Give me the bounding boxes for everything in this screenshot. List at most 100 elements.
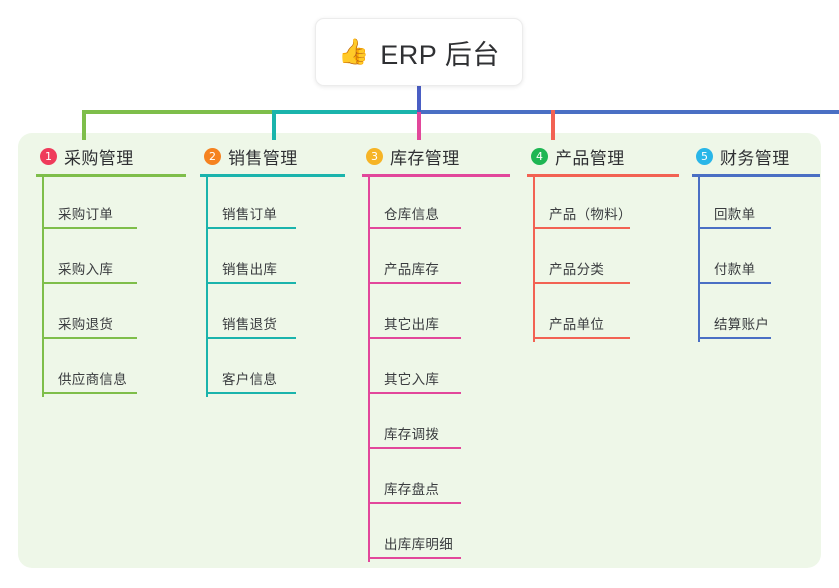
leaf-item[interactable]: 供应商信息 bbox=[36, 342, 186, 397]
leaf-item[interactable]: 产品分类 bbox=[527, 232, 679, 287]
leaf-spine bbox=[698, 177, 700, 342]
leaf-list: 产品（物料） 产品分类产品单位 bbox=[527, 177, 679, 342]
number-badge-icon: 4 bbox=[531, 147, 548, 165]
column-header-5[interactable]: 5 财务管理 bbox=[692, 144, 820, 168]
leaf-item[interactable]: 采购退货 bbox=[36, 287, 186, 342]
leaf-label: 采购订单 bbox=[58, 207, 114, 222]
branches-panel bbox=[18, 133, 821, 568]
column-4: 4 产品管理产品（物料） 产品分类产品单位 bbox=[527, 144, 679, 342]
drop-stub-2 bbox=[272, 110, 276, 140]
bus-segment-1 bbox=[82, 110, 272, 114]
number-badge-icon: 2 bbox=[204, 147, 221, 165]
leaf-underline bbox=[206, 282, 296, 284]
column-title: 财务管理 bbox=[720, 148, 790, 168]
column-underline bbox=[36, 174, 186, 177]
leaf-underline bbox=[368, 557, 461, 559]
column-title: 库存管理 bbox=[390, 148, 460, 168]
leaf-label: 产品分类 bbox=[549, 262, 605, 277]
leaf-label: 客户信息 bbox=[222, 372, 278, 387]
column-header-3[interactable]: 3 库存管理 bbox=[362, 144, 510, 168]
leaf-label: 其它入库 bbox=[384, 372, 440, 387]
leaf-item[interactable]: 产品单位 bbox=[527, 287, 679, 342]
leaf-underline bbox=[368, 447, 461, 449]
leaf-label: 库存盘点 bbox=[384, 482, 440, 497]
leaf-spine bbox=[42, 177, 44, 397]
leaf-label: 其它出库 bbox=[384, 317, 440, 332]
leaf-underline bbox=[368, 502, 461, 504]
leaf-item[interactable]: 采购订单 bbox=[36, 177, 186, 232]
leaf-underline bbox=[368, 337, 461, 339]
leaf-underline bbox=[533, 337, 630, 339]
column-title: 采购管理 bbox=[64, 148, 134, 168]
number-badge-icon: 5 bbox=[696, 147, 713, 165]
leaf-list: 仓库信息产品库存其它出库其它入库库存调拨库存盘点出库库明细 bbox=[362, 177, 510, 562]
leaf-label: 供应商信息 bbox=[58, 372, 127, 387]
leaf-item[interactable]: 其它出库 bbox=[362, 287, 510, 342]
leaf-item[interactable]: 销售订单 bbox=[200, 177, 345, 232]
column-5: 5 财务管理回款单付款单结算账户 bbox=[692, 144, 820, 342]
leaf-label: 销售出库 bbox=[222, 262, 278, 277]
leaf-label: 销售订单 bbox=[222, 207, 278, 222]
leaf-label: 出库库明细 bbox=[384, 537, 453, 552]
column-underline bbox=[692, 174, 820, 177]
leaf-item[interactable]: 销售出库 bbox=[200, 232, 345, 287]
trunk-stem bbox=[417, 86, 421, 112]
leaf-underline bbox=[368, 227, 461, 229]
leaf-item[interactable]: 采购入库 bbox=[36, 232, 186, 287]
column-underline bbox=[200, 174, 345, 177]
leaf-item[interactable]: 其它入库 bbox=[362, 342, 510, 397]
leaf-label: 仓库信息 bbox=[384, 207, 440, 222]
leaf-label: 回款单 bbox=[714, 207, 756, 222]
drop-stub-1 bbox=[82, 110, 86, 140]
leaf-spine bbox=[368, 177, 370, 562]
number-badge-icon: 3 bbox=[366, 147, 383, 165]
root-title-card[interactable]: 👍 ERP 后台 bbox=[315, 18, 523, 86]
leaf-underline bbox=[533, 282, 630, 284]
column-underline bbox=[527, 174, 679, 177]
leaf-item[interactable]: 结算账户 bbox=[692, 287, 820, 342]
leaf-underline bbox=[698, 282, 771, 284]
leaf-label: 结算账户 bbox=[714, 317, 770, 332]
leaf-item[interactable]: 库存盘点 bbox=[362, 452, 510, 507]
leaf-item[interactable]: 出库库明细 bbox=[362, 507, 510, 562]
bus-segment-4 bbox=[419, 110, 633, 114]
leaf-list: 回款单付款单结算账户 bbox=[692, 177, 820, 342]
leaf-underline bbox=[42, 337, 137, 339]
drop-stub-3 bbox=[417, 110, 421, 140]
bus-segment-2 bbox=[272, 110, 419, 114]
leaf-label: 库存调拨 bbox=[384, 427, 440, 442]
leaf-underline bbox=[698, 227, 771, 229]
leaf-item[interactable]: 回款单 bbox=[692, 177, 820, 232]
column-3: 3 库存管理仓库信息产品库存其它出库其它入库库存调拨库存盘点出库库明细 bbox=[362, 144, 510, 562]
column-header-1[interactable]: 1 采购管理 bbox=[36, 144, 186, 168]
leaf-underline bbox=[206, 337, 296, 339]
column-header-4[interactable]: 4 产品管理 bbox=[527, 144, 679, 168]
leaf-label: 产品库存 bbox=[384, 262, 440, 277]
leaf-item[interactable]: 产品库存 bbox=[362, 232, 510, 287]
leaf-label: 采购退货 bbox=[58, 317, 114, 332]
leaf-label: 付款单 bbox=[714, 262, 756, 277]
leaf-item[interactable]: 客户信息 bbox=[200, 342, 345, 397]
page-title: ERP 后台 bbox=[380, 39, 500, 70]
leaf-underline bbox=[42, 227, 137, 229]
leaf-item[interactable]: 销售退货 bbox=[200, 287, 345, 342]
leaf-spine bbox=[206, 177, 208, 397]
column-title: 产品管理 bbox=[555, 148, 625, 168]
leaf-item[interactable]: 仓库信息 bbox=[362, 177, 510, 232]
leaf-underline bbox=[698, 337, 771, 339]
leaf-underline bbox=[368, 282, 461, 284]
leaf-label: 销售退货 bbox=[222, 317, 278, 332]
number-badge-icon: 1 bbox=[40, 147, 57, 165]
leaf-item[interactable]: 库存调拨 bbox=[362, 397, 510, 452]
drop-stub-4 bbox=[551, 110, 555, 140]
leaf-label: 产品单位 bbox=[549, 317, 605, 332]
bus-segment-5 bbox=[633, 110, 839, 114]
column-underline bbox=[362, 174, 510, 177]
leaf-underline bbox=[368, 392, 461, 394]
thumbs-up-icon: 👍 bbox=[338, 37, 370, 66]
column-1: 1 采购管理采购订单采购入库采购退货供应商信息 bbox=[36, 144, 186, 397]
leaf-item[interactable]: 付款单 bbox=[692, 232, 820, 287]
leaf-item[interactable]: 产品（物料） bbox=[527, 177, 679, 232]
leaf-underline bbox=[42, 282, 137, 284]
